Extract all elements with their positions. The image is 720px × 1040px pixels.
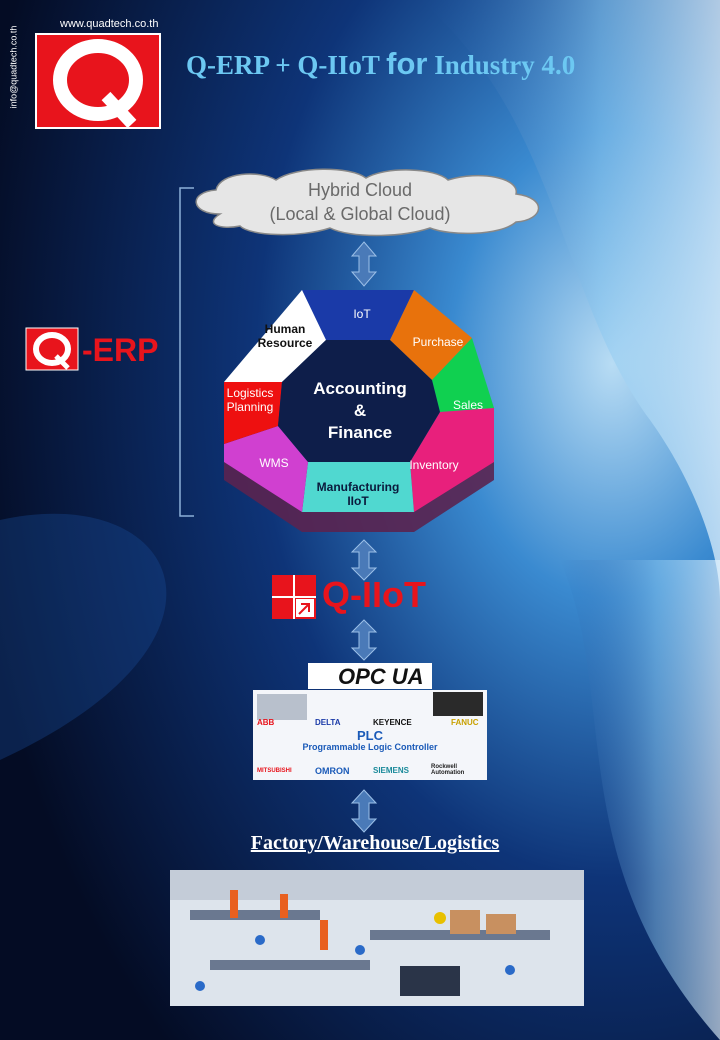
segment-inventory	[410, 408, 494, 512]
ring-label-manufacturing: Manufacturing IIoT	[316, 480, 400, 508]
brand-siemens: SIEMENS	[373, 766, 410, 775]
opc-ua-box	[308, 663, 432, 689]
qiiot-label: Q-IIoT	[322, 574, 426, 615]
brand-abb: ABB	[257, 718, 275, 727]
segment-iot	[302, 290, 414, 340]
brand-delta: DELTA	[315, 718, 341, 727]
cloud-shape	[195, 168, 540, 237]
ring-label-hr: Human Resource	[257, 322, 313, 350]
center-line3: Finance	[327, 423, 393, 442]
qiiot-icon	[272, 575, 316, 619]
plc-device-image	[257, 694, 307, 720]
plc-device-image	[433, 692, 483, 716]
arrow-iiot-opc	[350, 619, 378, 661]
brand-rockwell: Rockwell Automation	[431, 764, 465, 776]
qerp-label: -ERP	[82, 332, 159, 368]
ring-label-logistics: Logistics Planning	[226, 386, 274, 414]
segment-sales	[432, 338, 494, 412]
plc-title: PLC	[357, 728, 383, 743]
logo-email: info@quadtech.co.th	[8, 25, 19, 109]
plc-subtitle: Programmable Logic Controller	[302, 742, 438, 752]
ring-label-inventory: Inventory	[409, 458, 459, 472]
qerp-logo	[25, 327, 79, 371]
logo-url: www.quadtech.co.th	[60, 18, 159, 30]
ring-center: Accounting & Finance	[290, 378, 430, 444]
page-title: Q-ERP + Q-IIoT for Industry 4.0	[186, 46, 576, 81]
center-line1: Accounting	[313, 379, 407, 398]
ring-label-iot: IoT	[353, 307, 371, 321]
segment-logistics	[224, 382, 282, 444]
brand-fanuc: FANUC	[451, 718, 479, 727]
center-line2: &	[353, 401, 367, 420]
arrow-plc-factory	[350, 789, 378, 833]
factory-title: Factory/Warehouse/Logistics	[250, 832, 500, 854]
brand-keyence: KEYENCE	[373, 718, 412, 727]
brand-omron: OMRON	[315, 766, 350, 776]
brand-mitsubishi: MITSUBISHI	[257, 768, 292, 774]
plc-panel: ABB DELTA KEYENCE FANUC PLC Programmable…	[253, 690, 487, 780]
cloud-label: Hybrid Cloud (Local & Global Cloud)	[220, 178, 500, 226]
ring-label-wms: WMS	[259, 456, 289, 470]
segment-purchase	[390, 290, 472, 380]
segment-wms	[224, 426, 308, 512]
cloud-line2: (Local & Global Cloud)	[269, 204, 451, 224]
ring-label-purchase: Purchase	[412, 335, 464, 349]
erp-module-ring	[224, 290, 494, 532]
arrow-erp-iiot	[350, 539, 378, 581]
segment-manufacturing	[302, 462, 414, 512]
arrow-cloud-erp	[350, 241, 378, 287]
cloud-line1: Hybrid Cloud	[307, 180, 413, 200]
factory-illustration	[170, 870, 584, 1006]
quadtech-logo	[35, 33, 161, 129]
segment-hr	[224, 290, 326, 382]
opc-ua-label: OPC UA	[338, 664, 424, 689]
erp-bracket	[179, 187, 194, 517]
ring-label-sales: Sales	[452, 398, 484, 412]
